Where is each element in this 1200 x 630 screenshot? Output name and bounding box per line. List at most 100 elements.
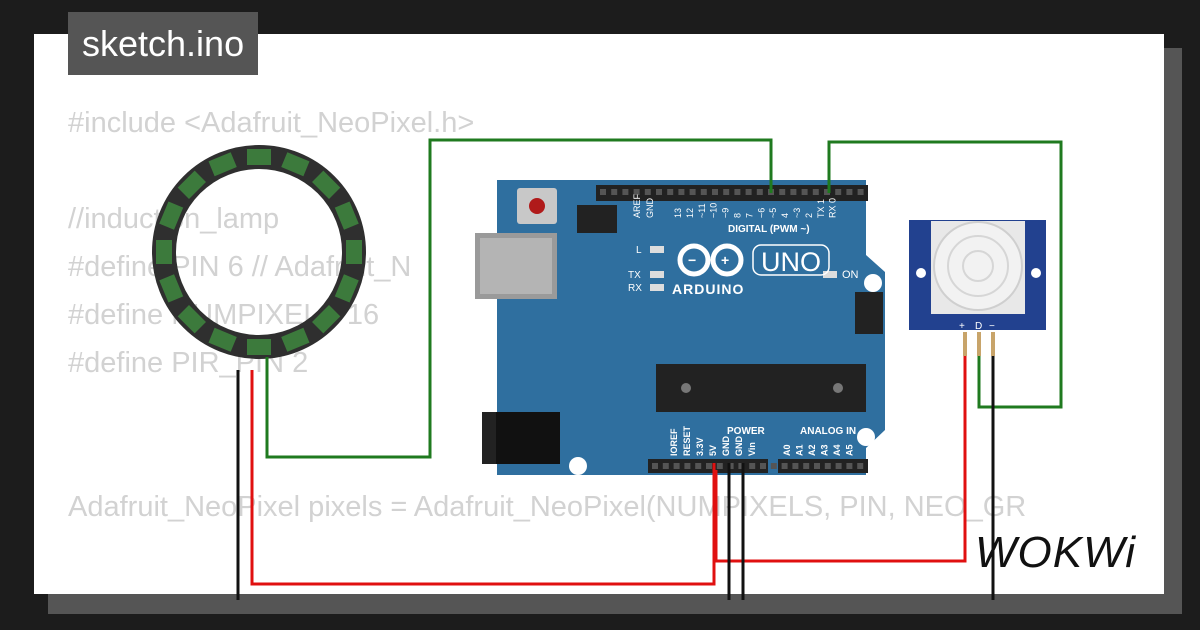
mount-hole bbox=[569, 457, 587, 475]
icsp-header bbox=[855, 292, 883, 334]
header-pin[interactable] bbox=[812, 189, 819, 195]
digital-pin-label: ~11 bbox=[697, 203, 707, 218]
header-pin[interactable] bbox=[846, 463, 853, 469]
analog-header-label: ANALOG IN bbox=[800, 426, 856, 437]
header-pin[interactable] bbox=[695, 463, 702, 469]
board-brand: ARDUINO bbox=[672, 281, 744, 297]
l-label: L bbox=[636, 245, 642, 256]
pir-pin-minus: − bbox=[989, 321, 995, 332]
header-pin[interactable] bbox=[652, 463, 658, 469]
header-pin[interactable] bbox=[611, 189, 618, 195]
wire-data-pin6 bbox=[265, 138, 773, 459]
file-tab[interactable]: sketch.ino bbox=[68, 12, 259, 75]
header-pin[interactable] bbox=[678, 189, 685, 195]
header-pin[interactable] bbox=[633, 189, 640, 195]
header-pin[interactable] bbox=[662, 463, 669, 469]
pir-motion-sensor[interactable]: + D − bbox=[909, 220, 1046, 356]
header-pin[interactable] bbox=[756, 189, 763, 195]
neopixel-led bbox=[281, 152, 310, 177]
header-pin[interactable] bbox=[801, 189, 808, 195]
led-tx bbox=[650, 271, 664, 278]
header-pin[interactable] bbox=[814, 463, 820, 469]
header-pin[interactable] bbox=[857, 189, 864, 195]
header-pin[interactable] bbox=[622, 189, 629, 195]
header-pin[interactable] bbox=[781, 463, 788, 469]
header-pin[interactable] bbox=[700, 189, 707, 195]
header-pin[interactable] bbox=[749, 463, 756, 469]
header-pin[interactable] bbox=[734, 189, 741, 195]
power-pin-label: 5V bbox=[708, 445, 718, 456]
code-line: #include <Adafruit_NeoPixel.h> bbox=[68, 107, 475, 139]
neopixel-led bbox=[159, 274, 184, 303]
power-pin-label: Vin bbox=[747, 442, 757, 456]
power-pin-label: GND bbox=[721, 436, 731, 457]
header-pin[interactable] bbox=[706, 463, 712, 469]
header-pin[interactable] bbox=[667, 189, 674, 195]
header-pin[interactable] bbox=[760, 463, 766, 469]
header-pin[interactable] bbox=[835, 189, 842, 195]
analog-pin-label: A0 bbox=[782, 444, 792, 456]
digital-pin-label: ~9 bbox=[721, 208, 731, 218]
digital-header-label: DIGITAL (PWM ~) bbox=[728, 224, 810, 235]
header-pin[interactable] bbox=[684, 463, 691, 469]
header-pin[interactable] bbox=[824, 463, 831, 469]
header-pin[interactable] bbox=[745, 189, 752, 195]
digital-pin-label: 2 bbox=[804, 213, 814, 218]
on-label: ON bbox=[842, 269, 859, 281]
header-pin[interactable] bbox=[600, 189, 606, 195]
digital-pin-label: 13 bbox=[673, 208, 683, 218]
power-pin-label: 3.3V bbox=[695, 437, 705, 456]
neopixel-led bbox=[334, 274, 359, 303]
mount-hole bbox=[857, 428, 875, 446]
neopixel-led bbox=[159, 201, 184, 230]
icsp-header bbox=[577, 205, 617, 233]
svg-text:+: + bbox=[721, 252, 729, 268]
pir-pin-d: D bbox=[975, 321, 982, 332]
neopixel-led bbox=[312, 305, 341, 334]
neopixel-led bbox=[334, 201, 359, 230]
pir-pin-plus: + bbox=[959, 321, 965, 332]
header-pin[interactable] bbox=[790, 189, 797, 195]
code-line: Adafruit_NeoPixel pixels = Adafruit_NeoP… bbox=[68, 491, 1027, 523]
header-pin[interactable] bbox=[727, 463, 734, 469]
header-pin[interactable] bbox=[673, 463, 680, 469]
digital-pin-label: ~5 bbox=[768, 208, 778, 218]
digital-pin-label: 8 bbox=[733, 213, 743, 218]
digital-pin-label: TX 1 bbox=[816, 199, 826, 218]
neopixel-led bbox=[312, 170, 341, 199]
header-pin[interactable] bbox=[792, 463, 799, 469]
header-pin[interactable] bbox=[857, 463, 864, 469]
digital-pin-label: 7 bbox=[744, 213, 754, 218]
neopixel-led bbox=[208, 327, 237, 352]
digital-pin-label: 4 bbox=[780, 213, 790, 218]
neopixel-led bbox=[156, 240, 172, 264]
wire-5v-ring bbox=[250, 370, 716, 586]
power-pin-label: RESET bbox=[682, 425, 692, 456]
tx-label: TX bbox=[628, 270, 641, 281]
digital-pin-label: ~10 bbox=[709, 203, 719, 218]
header-pin[interactable] bbox=[846, 189, 853, 195]
power-header-label: POWER bbox=[727, 426, 766, 437]
neopixel-ring[interactable] bbox=[152, 145, 366, 359]
digital-pin-label: ~3 bbox=[792, 208, 802, 218]
header-pin[interactable] bbox=[738, 463, 745, 469]
mount-hole bbox=[864, 274, 882, 292]
wires bbox=[236, 138, 1063, 600]
header-pin[interactable] bbox=[803, 463, 810, 469]
header-pin[interactable] bbox=[770, 463, 777, 469]
header-pin[interactable] bbox=[824, 189, 830, 195]
header-pin[interactable] bbox=[644, 189, 651, 195]
wire-pir-signal bbox=[827, 140, 1063, 409]
header-pin[interactable] bbox=[835, 463, 842, 469]
header-pin[interactable] bbox=[723, 189, 730, 195]
header-pin[interactable] bbox=[689, 189, 696, 195]
header-pin[interactable] bbox=[712, 189, 718, 195]
header-pin[interactable] bbox=[716, 463, 723, 469]
arduino-infinity-logo bbox=[677, 243, 744, 277]
neopixel-led bbox=[177, 170, 206, 199]
header-pin[interactable] bbox=[779, 189, 786, 195]
header-pin[interactable] bbox=[656, 189, 662, 195]
aref-label: AREF bbox=[632, 193, 642, 218]
arduino-uno-board[interactable]: L TX RX ON − + UNO ARDUINO DIGITAL (PWM … bbox=[475, 180, 885, 475]
